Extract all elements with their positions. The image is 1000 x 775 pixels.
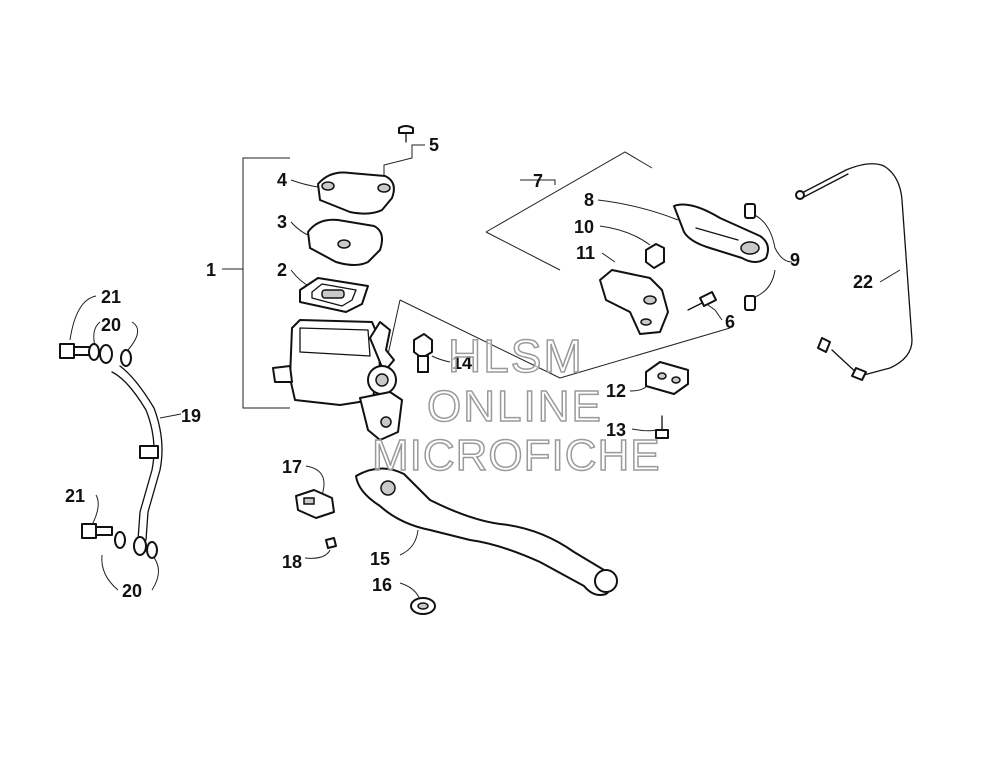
- master-cylinder-1-icon: [272, 319, 403, 441]
- screw-18-icon: [325, 537, 337, 549]
- brake-hose-19-icon: [111, 365, 163, 541]
- callout-19: 19: [181, 406, 201, 426]
- callout-14: 14: [452, 353, 472, 373]
- banjo-bolt-21-bottom-icon: [81, 523, 113, 539]
- watermark-line-3: MICROFICHE: [372, 431, 661, 480]
- callout-10: 10: [574, 217, 594, 237]
- callout-22: 22: [853, 272, 873, 292]
- callout-3: 3: [277, 212, 287, 232]
- cable-22-icon: [795, 163, 913, 381]
- callout-16: 16: [372, 575, 392, 595]
- switch-17-icon: [295, 489, 335, 519]
- watermark-line-2: ONLINE: [427, 382, 603, 431]
- watermark-line-1: HLSM: [448, 330, 584, 382]
- spacer-10-icon: [645, 243, 665, 269]
- callout-labels: 1 2 3 4 5 6 7 8 9 10 11 12 13 14 15 16 1…: [65, 135, 873, 601]
- bushing-9-bottom-icon: [744, 295, 756, 311]
- callout-11: 11: [576, 243, 595, 263]
- callout-4: 4: [277, 170, 287, 190]
- diaphragm-2-icon: [299, 277, 369, 313]
- callout-8: 8: [584, 190, 594, 210]
- callout-9: 9: [790, 250, 800, 270]
- banjo-bolt-14-icon: [413, 333, 433, 373]
- screw-13-icon: [655, 415, 669, 439]
- bushing-16-icon: [410, 597, 436, 615]
- callout-20-top: 20: [101, 315, 121, 335]
- callout-2: 2: [277, 260, 287, 280]
- brake-lever-15-icon: [355, 467, 618, 596]
- bracket-11-icon: [599, 269, 669, 335]
- callout-13: 13: [606, 420, 626, 440]
- watermark: HLSM ONLINE MICROFICHE: [371, 329, 661, 481]
- callout-21-bottom: 21: [65, 486, 85, 506]
- reservoir-cover-4-icon: [317, 171, 395, 215]
- callout-17: 17: [282, 457, 302, 477]
- callout-6: 6: [725, 312, 735, 332]
- diaphragm-plate-3-icon: [307, 218, 383, 266]
- callout-5: 5: [429, 135, 439, 155]
- callout-21-top: 21: [101, 287, 121, 307]
- callout-15: 15: [370, 549, 390, 569]
- callout-7: 7: [533, 171, 543, 191]
- callout-20-bottom: 20: [122, 581, 142, 601]
- clamp-plate-12-icon: [645, 361, 689, 395]
- screw-5-icon: [398, 125, 414, 143]
- washer-20-icons: [88, 343, 158, 559]
- bushing-9-top-icon: [744, 203, 756, 219]
- callout-18: 18: [282, 552, 302, 572]
- bolt-6-icon: [687, 291, 717, 311]
- callout-12: 12: [606, 381, 626, 401]
- banjo-bolt-21-top-icon: [59, 343, 91, 359]
- callout-1: 1: [206, 260, 216, 280]
- lever-8-icon: [673, 203, 769, 263]
